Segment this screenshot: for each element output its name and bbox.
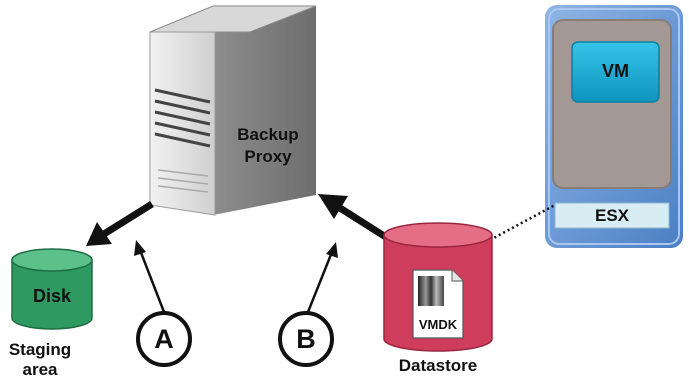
staging-caption-line2: area: [22, 360, 58, 379]
datastore-esx-connector: [489, 203, 556, 242]
staging-caption: Staging area: [2, 340, 78, 380]
marker-b-circle: [278, 311, 334, 367]
esx-label-box: [554, 202, 670, 229]
server-label-line2: Proxy: [244, 147, 292, 166]
marker-b-pointer: [306, 242, 338, 313]
esx-host: [545, 5, 683, 248]
disk-label: Disk: [32, 286, 72, 306]
server-label-line1: Backup: [237, 125, 299, 144]
marker-a-pointer: [134, 240, 166, 313]
esx-label: ESX: [594, 206, 630, 225]
arrow-datastore-to-proxy: [318, 194, 394, 244]
vmdk-label: VMDK: [418, 317, 458, 332]
arrow-proxy-to-disk: [86, 201, 154, 246]
marker-a-label: A: [154, 324, 174, 354]
marker-a-circle: [136, 311, 192, 367]
vm-box: [571, 41, 660, 103]
vmdk-file-icon: [412, 269, 464, 339]
server-icon: [149, 5, 317, 216]
vm-label: VM: [602, 61, 629, 81]
datastore-caption: Datastore: [398, 356, 478, 375]
disk-cylinder: [11, 248, 93, 330]
staging-caption-line1: Staging: [8, 340, 72, 359]
server-label: Backup Proxy: [226, 124, 310, 168]
marker-b-label: B: [296, 324, 316, 354]
